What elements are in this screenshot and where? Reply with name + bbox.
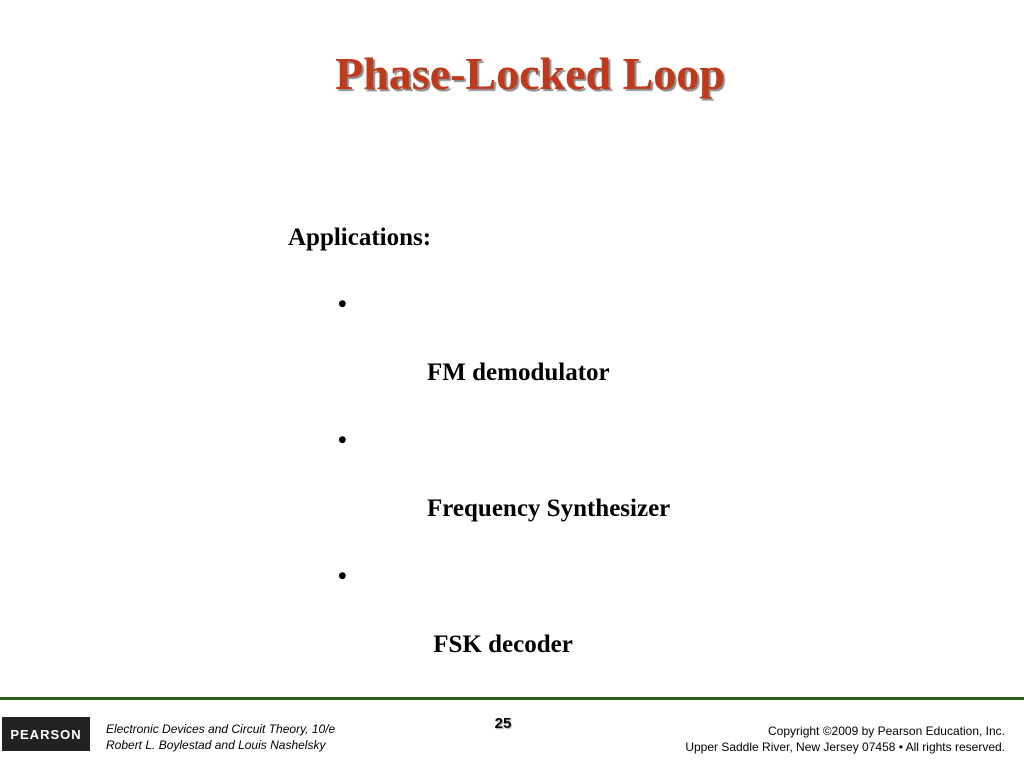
pearson-logo: PEARSON [2,717,90,751]
page-number: 25 [494,715,512,732]
applications-heading: Applications: [288,224,432,251]
list-item: • FM demodulator [288,288,808,424]
book-authors: Robert L. Boylestad and Louis Nashelsky [106,738,326,752]
applications-list: • FM demodulator • Frequency Synthesizer… [288,288,808,696]
slide-title: Phase-Locked Loop [335,48,725,99]
copyright-line-2: Upper Saddle River, New Jersey 07458 • A… [685,740,1005,754]
footer-divider [0,697,1024,700]
slide-content: Applications: • FM demodulator • Frequen… [288,222,808,696]
bullet-icon: • [338,427,347,454]
bullet-icon: • [338,291,347,318]
list-item-text: Frequency Synthesizer [427,495,671,522]
list-item-text: FSK decoder [427,631,573,658]
list-item-text: FM demodulator [427,359,610,386]
bullet-icon: • [338,563,347,590]
book-title: Electronic Devices and Circuit Theory, 1… [106,722,336,736]
copyright-notice: Copyright ©2009 by Pearson Education, In… [685,723,1005,755]
list-item: • FSK decoder [288,560,808,696]
list-item: • Frequency Synthesizer [288,424,808,560]
book-citation: Electronic Devices and Circuit Theory, 1… [106,721,335,753]
copyright-line-1: Copyright ©2009 by Pearson Education, In… [768,724,1005,738]
